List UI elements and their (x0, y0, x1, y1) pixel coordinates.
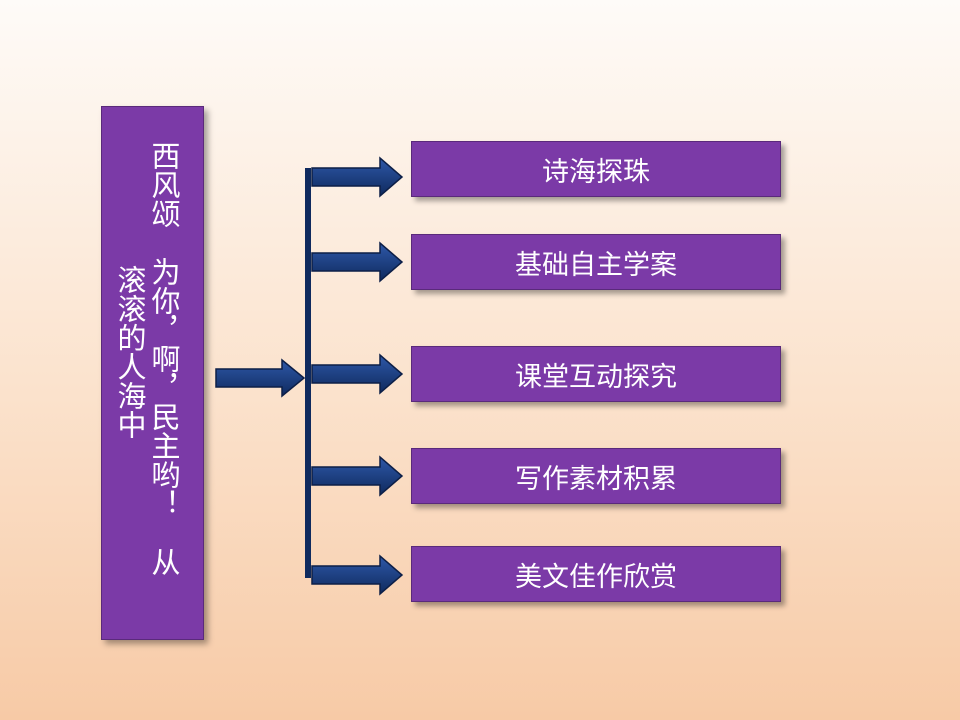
title-panel: 西风颂 为你，啊，民主哟！ 从 滚滚的人海中 (101, 106, 204, 640)
menu-button-poetry[interactable]: 诗海探珠 (411, 141, 781, 197)
main-arrow (215, 358, 306, 398)
branch-arrow-4 (311, 455, 404, 497)
title-column-left: 滚滚的人海中 (113, 265, 147, 439)
branch-arrow-3 (311, 353, 404, 395)
menu-button-essay-appreciation[interactable]: 美文佳作欣赏 (411, 546, 781, 602)
branch-arrow-2 (311, 241, 404, 283)
branch-arrow-5 (311, 554, 404, 596)
menu-button-writing-materials[interactable]: 写作素材积累 (411, 448, 781, 504)
menu-button-basic-study[interactable]: 基础自主学案 (411, 234, 781, 290)
menu-button-classroom-inquiry[interactable]: 课堂互动探究 (411, 346, 781, 402)
branch-arrow-1 (311, 156, 404, 198)
trunk-line (305, 168, 311, 578)
title-column-right: 西风颂 为你，啊，民主哟！ 从 (147, 141, 181, 576)
